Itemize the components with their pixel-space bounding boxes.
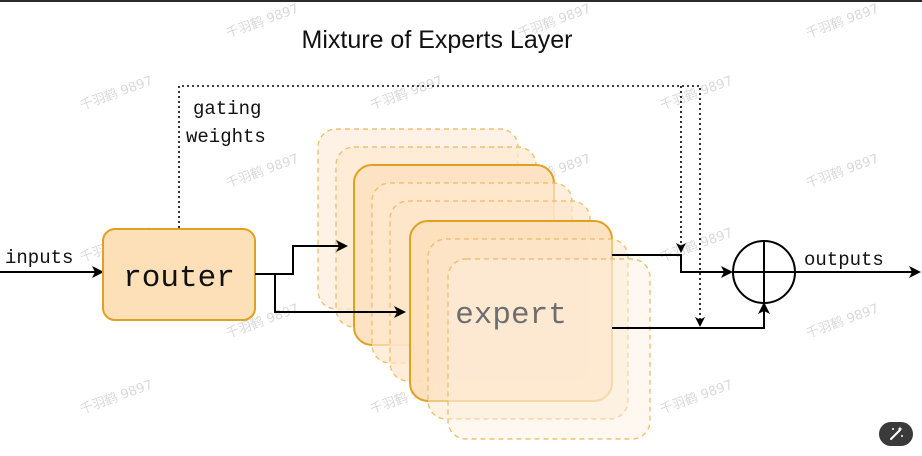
expert-stack: expert	[317, 128, 651, 440]
router-label: router	[123, 261, 235, 296]
watermark: 千羽鹤 9897	[804, 2, 881, 42]
watermark: 千羽鹤 9897	[224, 151, 301, 192]
watermark: 千羽鹤 9897	[804, 151, 881, 192]
magic-wand-icon	[890, 426, 903, 440]
watermark: 千羽鹤 9897	[804, 301, 881, 342]
watermark: 千羽鹤 9897	[658, 73, 735, 114]
watermark: 千羽鹤 9897	[78, 73, 155, 114]
router-to-expert-arrow-lower	[274, 274, 406, 318]
expert-label: expert	[455, 298, 567, 333]
watermark: 千羽鹤 9897	[78, 377, 155, 418]
watermark: 千羽鹤 9897	[368, 73, 445, 114]
outputs-label: outputs	[804, 249, 884, 271]
gating-weights-path	[178, 85, 705, 327]
expert-output-arrow-lower	[612, 302, 770, 329]
gating-label-line2: weights	[186, 126, 266, 148]
circle-plus-icon	[732, 240, 796, 304]
expert-output-arrow-upper	[612, 254, 733, 278]
diagram-title: Mixture of Experts Layer	[302, 26, 573, 54]
expert-card-ghost	[447, 258, 651, 440]
magic-wand-button[interactable]	[879, 422, 913, 446]
watermark: 千羽鹤 9897	[224, 2, 301, 42]
watermark: 千羽鹤 9897	[658, 377, 735, 418]
inputs-label: inputs	[5, 247, 73, 269]
watermark: 千羽鹤 9897	[658, 225, 735, 266]
gating-label-line1: gating	[193, 98, 261, 120]
